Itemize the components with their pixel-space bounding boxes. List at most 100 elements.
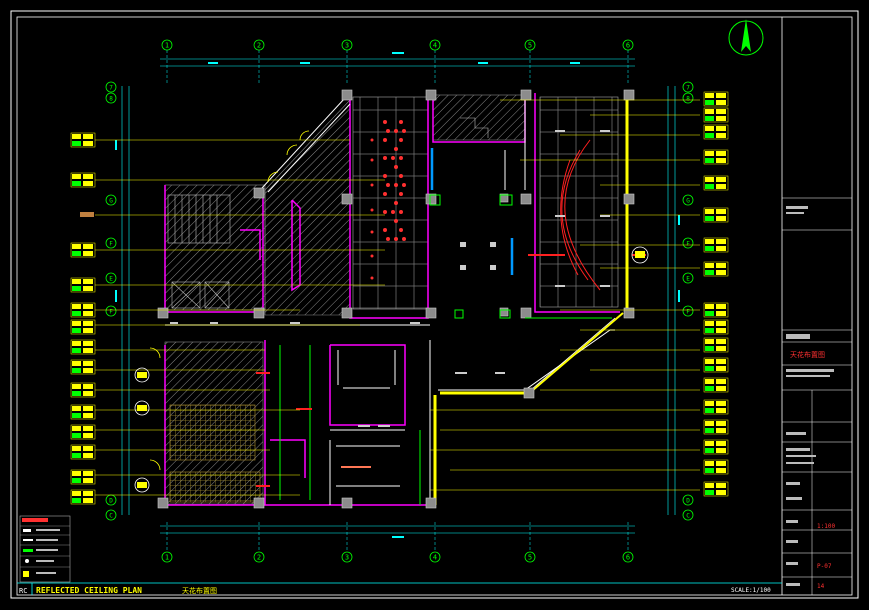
fixture-tag — [70, 302, 96, 318]
outer-frame — [10, 10, 859, 599]
fixture-tag — [70, 489, 96, 505]
fixture-tag — [70, 172, 96, 188]
grid-columns-bottom: 1 2 3 4 5 6 — [161, 522, 634, 563]
plan-scale: SCALE:1/100 — [731, 587, 771, 594]
fixture-tag — [70, 277, 96, 293]
downlight — [383, 174, 387, 178]
grid-bubble-label: 3 — [345, 42, 349, 50]
grid-bubble-label: 8 — [686, 96, 690, 103]
fixture-tag — [703, 419, 729, 435]
floor-plan — [149, 89, 646, 509]
grid-bubble-label: 7 — [686, 85, 690, 92]
grid-bubble-label: E — [109, 276, 113, 283]
fixture-tag — [703, 124, 729, 140]
fixture-tag — [703, 481, 729, 497]
grid-bubble-label: 1 — [165, 554, 169, 562]
grid-bubble-label: G — [109, 198, 113, 205]
downlight — [383, 156, 387, 160]
fixture-tag — [703, 107, 729, 123]
dimension-text — [115, 52, 680, 538]
fixture-tag — [703, 337, 729, 353]
grid-bubble-label: 2 — [257, 42, 261, 50]
downlight — [399, 120, 403, 124]
grid-columns-top: 1 2 3 4 5 6 — [161, 39, 634, 85]
grid-bubble-label: F — [109, 309, 113, 316]
fixture-tag — [70, 404, 96, 420]
downlight — [394, 237, 398, 241]
dimension-lines — [121, 58, 676, 534]
grid-bubble-label: F — [686, 241, 690, 248]
downlight — [399, 192, 403, 196]
bottom-title-strip: RC REFLECTED CEILING PLAN 天花布置图 SCALE:1/… — [17, 582, 782, 595]
grid-bubble-label: F — [109, 241, 113, 248]
fixture-tag — [70, 359, 96, 375]
downlight — [370, 230, 374, 234]
grid-bubble-label: 6 — [626, 42, 630, 50]
downlight — [394, 201, 398, 205]
north-arrow-icon — [728, 19, 764, 56]
fixture-tag — [70, 444, 96, 460]
grid-bubble-label: 2 — [257, 554, 261, 562]
downlight — [370, 208, 374, 212]
fixture-tag — [70, 469, 96, 485]
drawing-title-cn: 天花布置图 — [790, 350, 825, 359]
downlight — [399, 156, 403, 160]
grid-bubble-label: 8 — [109, 96, 113, 103]
tag-stacks-right — [703, 91, 729, 497]
grid-bubble-label: 1 — [165, 42, 169, 50]
title-block: 天花布置图 1:100 P-07 14 — [781, 17, 852, 595]
grid-bubble-label: 3 — [345, 554, 349, 562]
downlight — [394, 165, 398, 169]
grid-bubble-label: 5 — [528, 42, 532, 50]
downlight — [391, 156, 395, 160]
plan-title-cn: 天花布置图 — [182, 586, 217, 595]
downlight — [391, 210, 395, 214]
downlight — [370, 158, 374, 162]
downlight — [383, 228, 387, 232]
downlight — [399, 138, 403, 142]
downlight — [402, 183, 406, 187]
fixture-tag — [703, 207, 729, 223]
downlight — [383, 138, 387, 142]
grid-bubble-label: C — [686, 513, 690, 520]
fixture-tag — [703, 91, 729, 107]
downlight — [383, 210, 387, 214]
room-marks — [170, 130, 610, 468]
fixture-tag — [703, 319, 729, 335]
downlight — [370, 138, 374, 142]
fixture-tag — [703, 237, 729, 253]
scale-value: 1:100 — [817, 523, 835, 530]
grid-bubble-label: F — [686, 309, 690, 316]
annotation-leaders — [95, 99, 700, 496]
downlight — [386, 237, 390, 241]
fixture-tag — [703, 261, 729, 277]
fixture-tag — [703, 459, 729, 475]
fixture-tag — [703, 377, 729, 393]
grid-bubble-label: 4 — [433, 42, 437, 50]
grid-bubble-label: D — [109, 498, 113, 505]
downlight — [383, 192, 387, 196]
grid-bubble-label: 5 — [528, 554, 532, 562]
fixture-tag — [703, 175, 729, 191]
tag-stacks-left — [70, 132, 96, 505]
fixture-tag — [70, 339, 96, 355]
fixture-tag — [70, 382, 96, 398]
sheet-number: 14 — [817, 583, 825, 590]
grid-bubble-label: 4 — [433, 554, 437, 562]
grid-bubble-label: C — [109, 513, 113, 520]
downlight — [394, 129, 398, 133]
grid-bubble-label: G — [686, 198, 690, 205]
fixture-tag — [70, 424, 96, 440]
downlight — [370, 276, 374, 280]
legend-block — [19, 515, 71, 583]
fixture-tag — [703, 149, 729, 165]
downlight — [383, 120, 387, 124]
downlight — [399, 174, 403, 178]
downlight — [402, 237, 406, 241]
grid-bubble-label: 6 — [626, 554, 630, 562]
downlight — [370, 254, 374, 258]
downlight — [394, 147, 398, 151]
